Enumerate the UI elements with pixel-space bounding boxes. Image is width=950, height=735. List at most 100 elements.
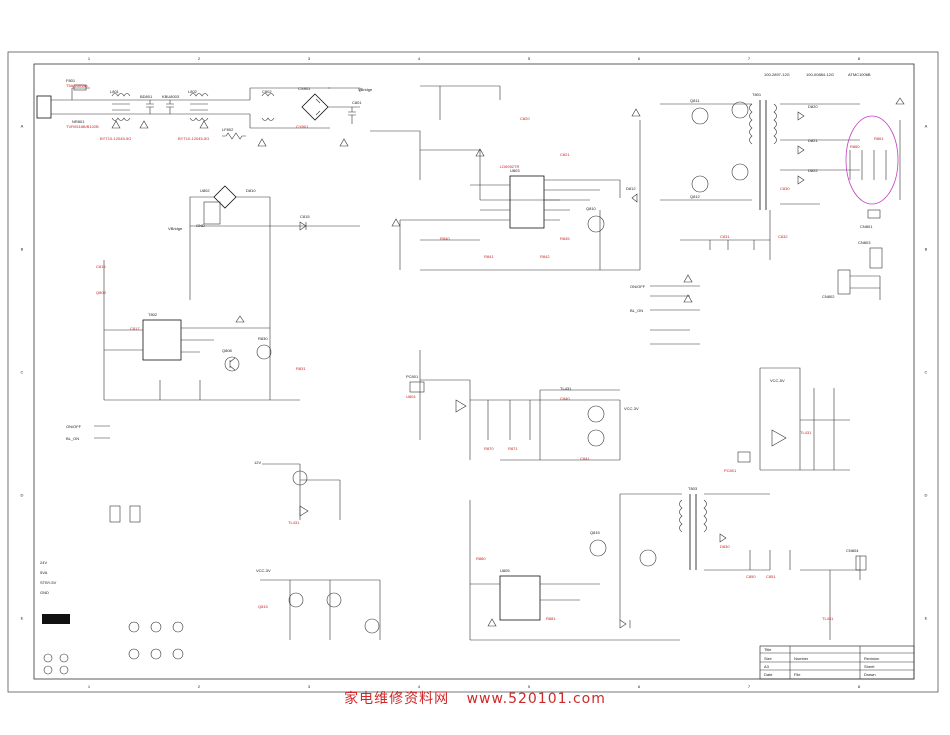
row-label-left: C: [21, 370, 24, 375]
column-label-top: 2: [198, 56, 201, 61]
svg-text:5VA: 5VA: [40, 570, 48, 575]
mounting-holes: [43, 621, 184, 675]
svg-text:TL431: TL431: [800, 430, 812, 435]
svg-text:L802: L802: [188, 89, 198, 94]
svg-text:Date: Date: [764, 672, 773, 677]
svg-text:R840: R840: [440, 236, 450, 241]
svg-text:BL_ON: BL_ON: [66, 436, 79, 441]
watermark-url: www.520101.com: [466, 691, 606, 707]
svg-text:C816: C816: [96, 264, 106, 269]
svg-text:KBU8003: KBU8003: [162, 94, 180, 99]
svg-text:PC801: PC801: [724, 468, 737, 473]
row-label-right: B: [925, 247, 928, 252]
row-label-left: A: [21, 124, 24, 129]
right-feedback-section: VCC-5V PC801 TL431: [724, 367, 850, 473]
svg-text:File: File: [794, 672, 801, 677]
watermark: 家电维修资料网 www.520101.com: [0, 688, 950, 708]
svg-text:C850: C850: [746, 574, 756, 579]
svg-text:R871: R871: [508, 446, 518, 451]
svg-text:D810: D810: [246, 188, 256, 193]
svg-text:L801: L801: [110, 89, 120, 94]
svg-text:CN804: CN804: [846, 548, 859, 553]
row-label-right: A: [925, 124, 928, 129]
svg-text:U802: U802: [200, 188, 210, 193]
svg-text:C851: C851: [766, 574, 776, 579]
svg-text:R861: R861: [874, 136, 884, 141]
svg-text:STBY-5V: STBY-5V: [40, 580, 57, 585]
column-label-bottom: 7: [748, 684, 751, 689]
column-label-top: 4: [418, 56, 421, 61]
svg-text:Title: Title: [764, 647, 772, 652]
svg-text:C817: C817: [130, 326, 140, 331]
title-block: Title Number Revision Size A3 Date Sheet…: [759, 645, 915, 680]
svg-text:T5A/250Vac: T5A/250Vac: [66, 83, 88, 88]
svg-text:VBridge: VBridge: [168, 226, 183, 231]
svg-text:LD6952TR: LD6952TR: [500, 164, 519, 169]
column-label-top: 3: [308, 56, 311, 61]
svg-text:Size: Size: [764, 656, 773, 661]
row-label-right: E: [925, 616, 928, 621]
svg-text:12V: 12V: [254, 460, 261, 465]
svg-text:CN801: CN801: [860, 224, 873, 229]
svg-text:BD801: BD801: [140, 94, 153, 99]
svg-text:Q815: Q815: [590, 530, 601, 535]
svg-text:Q808: Q808: [96, 290, 107, 295]
svg-text:24V: 24V: [40, 560, 47, 565]
svg-text:R881: R881: [546, 616, 556, 621]
svg-text:TL431: TL431: [560, 386, 572, 391]
svg-text:BYT10-12045-5G: BYT10-12045-5G: [100, 136, 131, 141]
svg-text:VCC-3V: VCC-3V: [256, 568, 271, 573]
svg-text:NR801: NR801: [72, 119, 85, 124]
column-label-bottom: 5: [528, 684, 531, 689]
svg-text:Sheet: Sheet: [864, 664, 875, 669]
column-label-bottom: 4: [418, 684, 421, 689]
svg-text:GND: GND: [196, 223, 205, 228]
svg-text:Revision: Revision: [864, 656, 879, 661]
column-label-bottom: 2: [198, 684, 201, 689]
svg-text:T802: T802: [148, 312, 158, 317]
svg-text:LF802: LF802: [222, 127, 234, 132]
main-pwm-section: U803 LD6952TR Q810 D812 C820 C821 R840 R…: [370, 85, 641, 271]
svg-text:D830: D830: [720, 544, 730, 549]
svg-text:R842: R842: [540, 254, 550, 259]
svg-text:U804: U804: [406, 394, 416, 399]
svg-text:PC801: PC801: [406, 374, 419, 379]
column-label-top: 6: [638, 56, 641, 61]
ac-inlet-connector: [36, 95, 52, 119]
svg-text:R845: R845: [560, 236, 570, 241]
svg-text:F801: F801: [66, 78, 76, 83]
svg-text:C821: C821: [560, 152, 570, 157]
svg-text:Q812: Q812: [690, 194, 701, 199]
svg-text:R831: R831: [296, 366, 306, 371]
svg-text:TL431: TL431: [288, 520, 300, 525]
highlight-ellipse: [845, 115, 899, 205]
row-label-left: D: [21, 493, 24, 498]
row-label-right: D: [925, 493, 928, 498]
svg-text:C832: C832: [778, 234, 788, 239]
column-label-bottom: 8: [858, 684, 861, 689]
svg-text:D812: D812: [626, 186, 636, 191]
feedback-section: PC801 U804 TL431 C840 VCC-3V R870 R871 C…: [406, 350, 639, 461]
svg-text:Drawn: Drawn: [864, 672, 876, 677]
svg-text:U803: U803: [510, 168, 520, 173]
main-output-section: T801 Q811 Q812 D820 D821 D822 CN801 R860…: [660, 92, 905, 260]
svg-text:C830: C830: [780, 186, 790, 191]
svg-text:D821: D821: [808, 138, 818, 143]
svg-text:T803: T803: [688, 486, 698, 491]
header-code-3: ATMC1006B: [848, 72, 871, 77]
column-label-bottom: 3: [308, 684, 311, 689]
standby-section: U802 D810 C815 GND VBridge T802 Q808 R83…: [96, 185, 360, 401]
svg-text:ON/OFF: ON/OFF: [66, 424, 82, 429]
svg-text:TL431: TL431: [822, 616, 834, 621]
pwm-ic-U803: [509, 175, 545, 229]
svg-text:C802: C802: [262, 89, 272, 94]
svg-text:Q815: Q815: [258, 604, 269, 609]
header-code-1: 100-2897-12G: [764, 72, 790, 77]
svg-text:R841: R841: [484, 254, 494, 259]
svg-text:D822: D822: [808, 168, 818, 173]
svg-text:VCC-3V: VCC-3V: [624, 406, 639, 411]
